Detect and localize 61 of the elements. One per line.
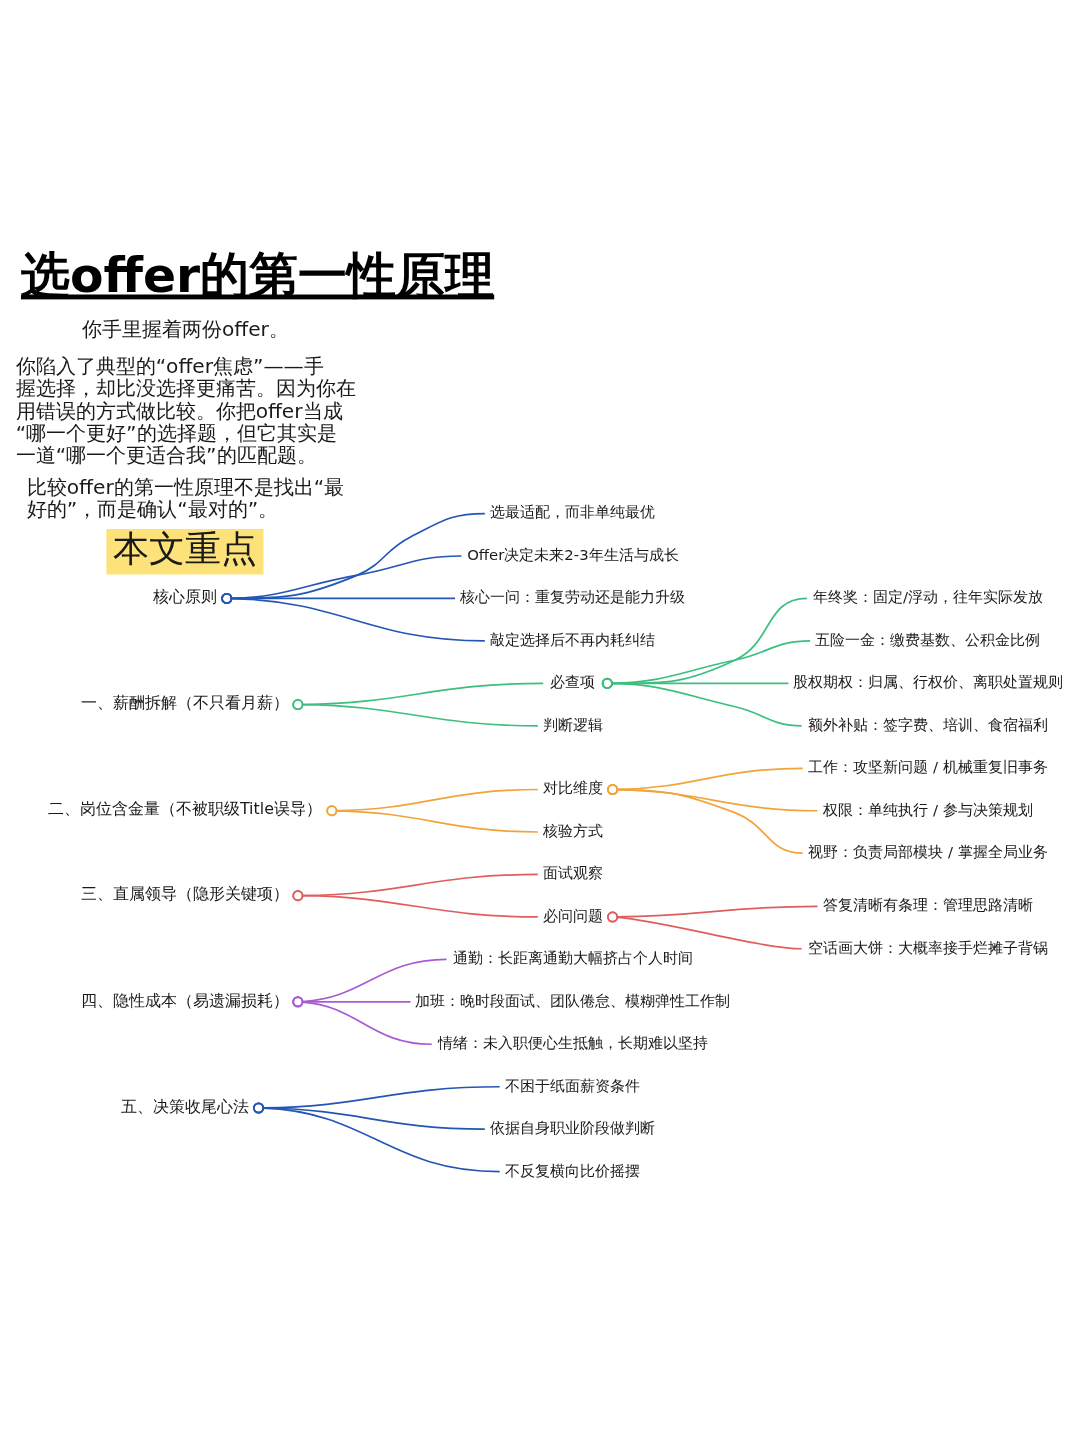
- label: 你陷入了典型的“offer焦虑”——手握选择，却比没选择更痛苦。因为你在用错误的方式做比较。你把offer当成“哪一个更好”的选择题，但它其实是一道“哪一个更适合我”的匹配题。: [15, 354, 356, 468]
- node-text: 年终奖：固定/浮动，往年实际发放: [812, 588, 1043, 607]
- node-text: 选最适配，而非单纯最优: [490, 503, 656, 522]
- node-text: 四、隐性成本（易遗漏损耗）: [80, 990, 289, 1010]
- node-text: 权限：单纯执行 / 参与决策规划: [823, 800, 1033, 819]
- node-text: 答复清晰有条理：管理思路清晰: [822, 896, 1033, 915]
- connector: [292, 699, 539, 727]
- node-text: 加班：晚时段面试、团队倦怠、模糊弹性工作制: [415, 991, 731, 1010]
- diagram-title: 选offer的第一性原理: [20, 246, 495, 304]
- node-text: 依据自身职业阶段做判断: [490, 1119, 656, 1138]
- node-text: 五险一金：缴费基数、公积金比例: [815, 630, 1041, 649]
- node-text: 核心原则: [152, 587, 217, 607]
- connector: [221, 592, 456, 604]
- connector: [253, 1085, 501, 1114]
- node-text: 一、薪酬拆解（不只看月薪）: [80, 693, 289, 713]
- connector: [607, 784, 819, 812]
- label: 本文重点: [112, 527, 257, 570]
- connector: [221, 555, 463, 604]
- node-text: 额外补贴：签字费、培训、食宿福利: [807, 715, 1048, 734]
- node-text: 必查项: [550, 673, 596, 692]
- node-text: 工作：攻坚新问题 / 机械重复旧事务: [808, 758, 1048, 777]
- node-text: 情绪：未入职便心生抵触，长期难以坚持: [437, 1034, 708, 1053]
- connector: [326, 788, 539, 817]
- connector: [607, 911, 803, 950]
- node-text: 五、决策收尾心法: [120, 1096, 249, 1116]
- connector: [292, 958, 448, 1008]
- node-text: 三、直属领导（隐形关键项）: [80, 884, 289, 904]
- connector: [292, 890, 539, 918]
- node-text: 核验方式: [542, 821, 603, 840]
- node-text: Offer决定未来2-3年生活与成长: [467, 545, 679, 564]
- label: 你手里握着两份offer。: [81, 316, 289, 341]
- connector: [607, 784, 804, 855]
- connector: [292, 996, 412, 1008]
- label: 比较offer的第一性原理不是找出“最好的”，而是确认“最对的”。: [26, 474, 345, 521]
- node-text: 对比维度: [542, 779, 603, 798]
- node-text: 面试观察: [542, 864, 603, 883]
- connector: [601, 640, 811, 689]
- connector: [221, 512, 486, 604]
- node-text: 不反复横向比价摇摆: [505, 1161, 641, 1180]
- node-text: 通勤：长距离通勤大幅挤占个人时间: [452, 949, 693, 968]
- node-text: 股权期权：归属、行权价、离职处置规则: [792, 673, 1063, 692]
- node-text: 不困于纸面薪资条件: [505, 1076, 641, 1095]
- node-text: 二、岗位含金量（不被职级Title误导）: [47, 799, 322, 819]
- connector: [607, 905, 819, 923]
- node-text: 核心一问：重复劳动还是能力升级: [460, 588, 686, 607]
- node-text: 敲定选择后不再内耗纠结: [490, 630, 656, 649]
- node-text: 判断逻辑: [542, 715, 603, 734]
- node-text: 视野：负责局部模块 / 掌握全局业务: [808, 843, 1048, 862]
- connector: [601, 677, 790, 689]
- connector: [607, 767, 804, 795]
- node-text: 必问问题: [542, 906, 603, 925]
- connector: [292, 996, 433, 1046]
- connector: [601, 597, 808, 689]
- connector: [601, 677, 803, 727]
- connector: [292, 873, 539, 902]
- connector: [326, 805, 539, 833]
- connector: [253, 1102, 501, 1173]
- connector: [253, 1102, 486, 1131]
- node-text: 空话画大饼：大概率接手烂摊子背锅: [807, 938, 1048, 957]
- connector: [221, 593, 486, 642]
- connector: [292, 682, 545, 711]
